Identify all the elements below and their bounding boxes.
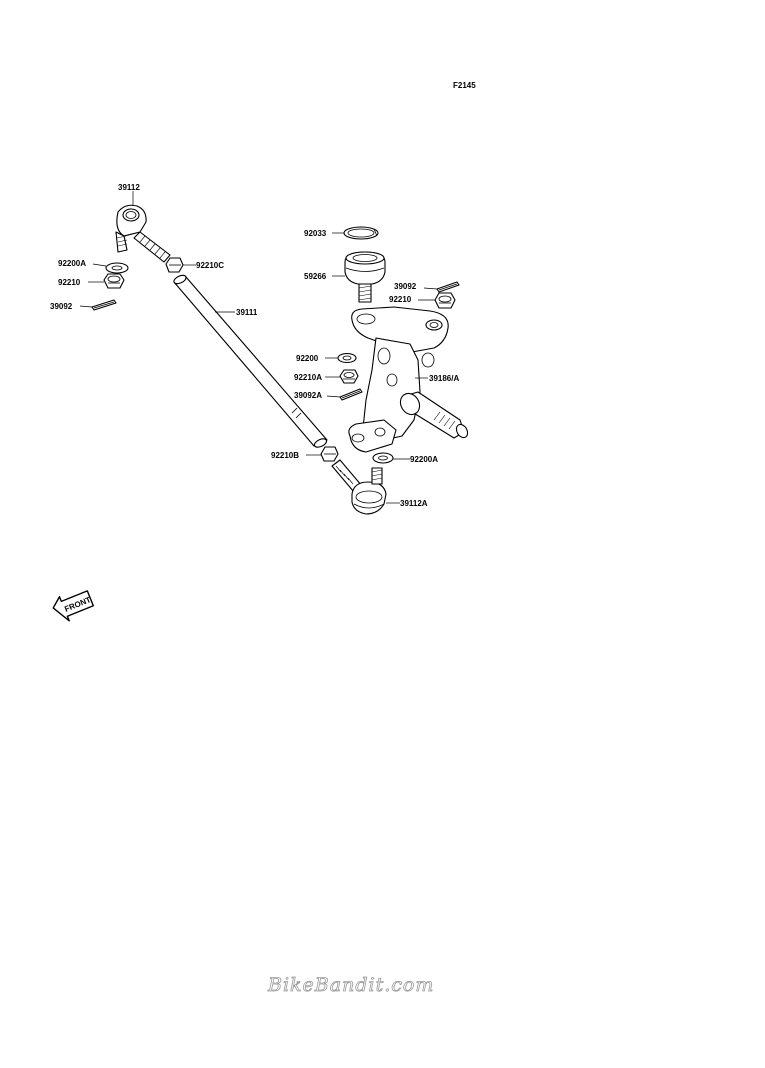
callout-92210C: 92210C (196, 261, 224, 270)
callout-92210-right: 92210 (389, 295, 412, 304)
callout-92200A-left: 92200A (58, 259, 86, 268)
steering-knuckle-39186A (348, 306, 469, 453)
callout-39092-left: 39092 (50, 302, 73, 311)
cotter-pin-39092-left (91, 299, 117, 311)
snap-ring-92033 (343, 226, 379, 240)
callout-39092A: 39092A (294, 391, 322, 400)
washer-92200 (337, 352, 357, 364)
washer-92200A-left (105, 262, 129, 274)
nut-92210-right (434, 292, 456, 309)
cotter-pin-39092A (339, 388, 363, 401)
callout-92200: 92200 (296, 354, 319, 363)
tie-rod-end-39112A (331, 459, 387, 515)
washer-92200A-right (372, 452, 394, 464)
callout-39111: 39111 (236, 308, 258, 317)
callout-92210A: 92210A (294, 373, 322, 382)
callout-92210-left: 92210 (58, 278, 81, 287)
front-direction-arrow: FRONT (52, 590, 95, 622)
callout-92200A-right: 92200A (410, 455, 438, 464)
callout-39112: 39112 (118, 183, 140, 192)
callout-59266: 59266 (304, 272, 327, 281)
nut-92210B (320, 446, 339, 462)
ball-joint-59266 (344, 251, 386, 303)
figure-code: F2145 (453, 81, 476, 90)
callout-92033: 92033 (304, 229, 327, 238)
nut-92210C (165, 257, 184, 273)
callout-92210B: 92210B (271, 451, 299, 460)
callout-39186A: 39186/A (429, 374, 459, 383)
watermark: BikeBandit.com (267, 974, 434, 996)
callout-39112A: 39112A (400, 499, 428, 508)
tie-rod-end-39112 (115, 204, 171, 263)
nut-92210-left (103, 273, 125, 289)
callout-39092-right: 39092 (394, 282, 417, 291)
nut-92210A (339, 369, 359, 384)
cotter-pin-39092-right (436, 281, 460, 293)
tie-rod-tube-39111 (173, 274, 328, 448)
